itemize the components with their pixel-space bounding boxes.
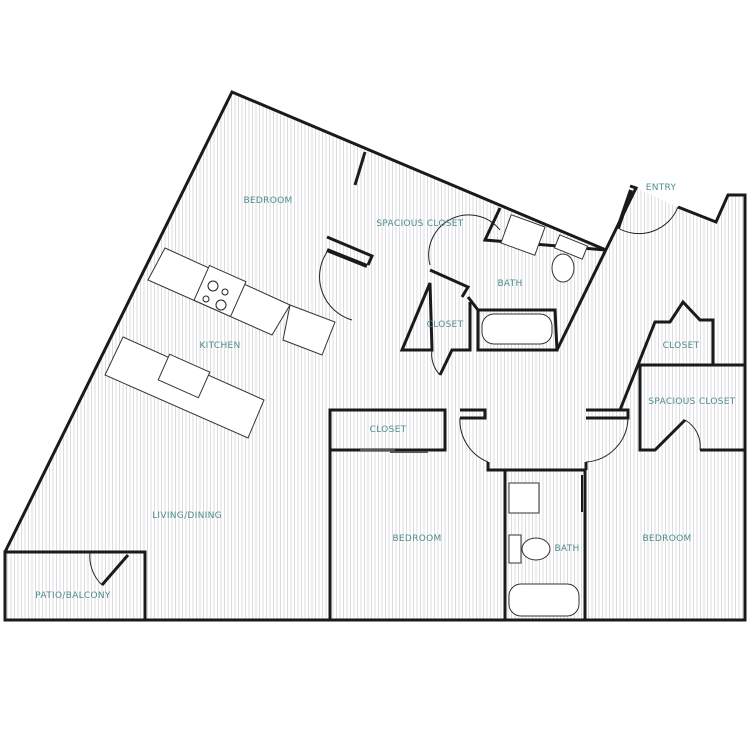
room-label-bath: BATH — [497, 279, 522, 289]
room-label-entry: ENTRY — [646, 183, 677, 193]
room-label-closet: CLOSET — [370, 425, 407, 435]
wall — [429, 268, 471, 298]
room-label-closet: CLOSET — [663, 341, 700, 351]
fridge-icon — [282, 304, 336, 356]
wall — [353, 151, 367, 186]
burner — [221, 288, 229, 296]
stove-icon — [193, 264, 247, 318]
wall — [460, 408, 487, 420]
outer-wall — [3, 90, 607, 553]
entry-door — [616, 189, 633, 229]
burner — [202, 295, 210, 303]
closet-door-swing — [684, 419, 701, 451]
closet-upper-wall — [438, 302, 472, 376]
room-label-spacious-closet: SPACIOUS CLOSET — [376, 219, 463, 229]
burner — [215, 299, 227, 311]
toilet-icon — [521, 537, 551, 561]
bedroom-door-swing — [319, 251, 353, 321]
burner — [207, 280, 219, 292]
room-label-closet: CLOSET — [427, 320, 464, 330]
room-label-spacious-closet: SPACIOUS CLOSET — [648, 397, 735, 407]
bath-door-swing — [428, 214, 501, 266]
wall — [326, 235, 374, 266]
wall — [486, 462, 587, 620]
room-label-bedroom: BEDROOM — [392, 534, 441, 544]
toilet-icon — [551, 253, 575, 283]
room-label-living-dining: LIVING/DINING — [152, 511, 222, 521]
bedroom-door — [326, 248, 368, 268]
wall — [586, 408, 630, 420]
entry-right-wall — [3, 193, 747, 622]
upper-bath-tub-wall — [466, 296, 559, 352]
door-swing — [585, 417, 629, 463]
patio-door — [100, 554, 130, 586]
closet-door-swing — [431, 349, 441, 376]
wall — [328, 408, 447, 620]
bathtub-icon — [481, 313, 553, 345]
bathtub-icon — [508, 583, 580, 617]
room-label-kitchen: KITCHEN — [199, 341, 240, 351]
toilet-tank-icon — [553, 234, 589, 260]
closet-upper-wall — [399, 282, 434, 352]
sink-icon — [508, 482, 540, 514]
sink-icon — [500, 214, 546, 256]
kitchen-sink-icon — [157, 353, 211, 399]
room-label-bath: BATH — [554, 544, 579, 554]
toilet-tank-icon — [508, 534, 522, 564]
room-label-bedroom: BEDROOM — [642, 534, 691, 544]
closet-right-wall — [618, 299, 715, 452]
room-label-patio: PATIO/BALCONY — [35, 591, 111, 601]
door-swing — [459, 417, 489, 463]
floor-area — [5, 92, 745, 620]
patio-door-swing — [89, 551, 103, 586]
entry-wall — [555, 184, 639, 351]
entry-door-swing — [617, 206, 679, 235]
room-label-bedroom: BEDROOM — [243, 196, 292, 206]
